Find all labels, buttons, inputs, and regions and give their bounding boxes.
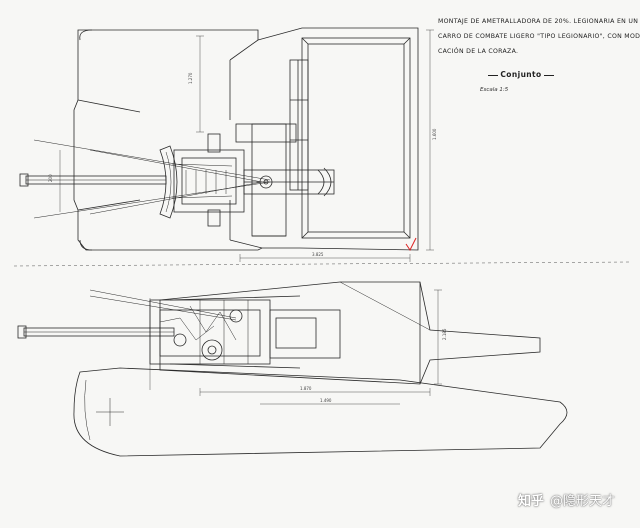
hull-plan-outline [73, 27, 419, 251]
track-outline [73, 367, 568, 457]
watermark: 知乎 @隐形天才 [518, 490, 615, 509]
superstructure [159, 281, 541, 385]
title-block: Montaje de ametralladora de 20%. Legiona… [438, 14, 640, 59]
dim-label: 2.185 [442, 328, 447, 340]
dim-label: 3.825 [312, 252, 324, 257]
zhihu-logo: 知乎 [518, 494, 545, 509]
subtitle-text: Conjunto [500, 70, 542, 79]
drawing-subtitle: Conjunto [476, 70, 566, 79]
turret-ring-box [301, 37, 411, 239]
dim-label: 1.870 [300, 386, 312, 391]
side-view [17, 281, 568, 457]
subtitle-rule [543, 74, 554, 76]
mount-shield [159, 145, 178, 219]
red-check-mark [405, 237, 417, 251]
scale-note: Escala 1:5 [480, 87, 509, 93]
title-line: Montaje de ametralladora de 20%. Legiona… [438, 18, 639, 25]
dim-label: 200 [48, 174, 53, 182]
plan-view [19, 27, 434, 262]
dim-label: 1.600 [432, 128, 437, 140]
watermark-handle: @隐形天才 [550, 494, 616, 509]
title-line: cación de la coraza. [438, 48, 519, 55]
dim-label: 1.270 [188, 72, 193, 84]
subtitle-rule [488, 74, 499, 76]
dim-label: 1.490 [320, 398, 332, 403]
title-line: carro de combate ligero "tipo Legionario… [438, 33, 640, 40]
